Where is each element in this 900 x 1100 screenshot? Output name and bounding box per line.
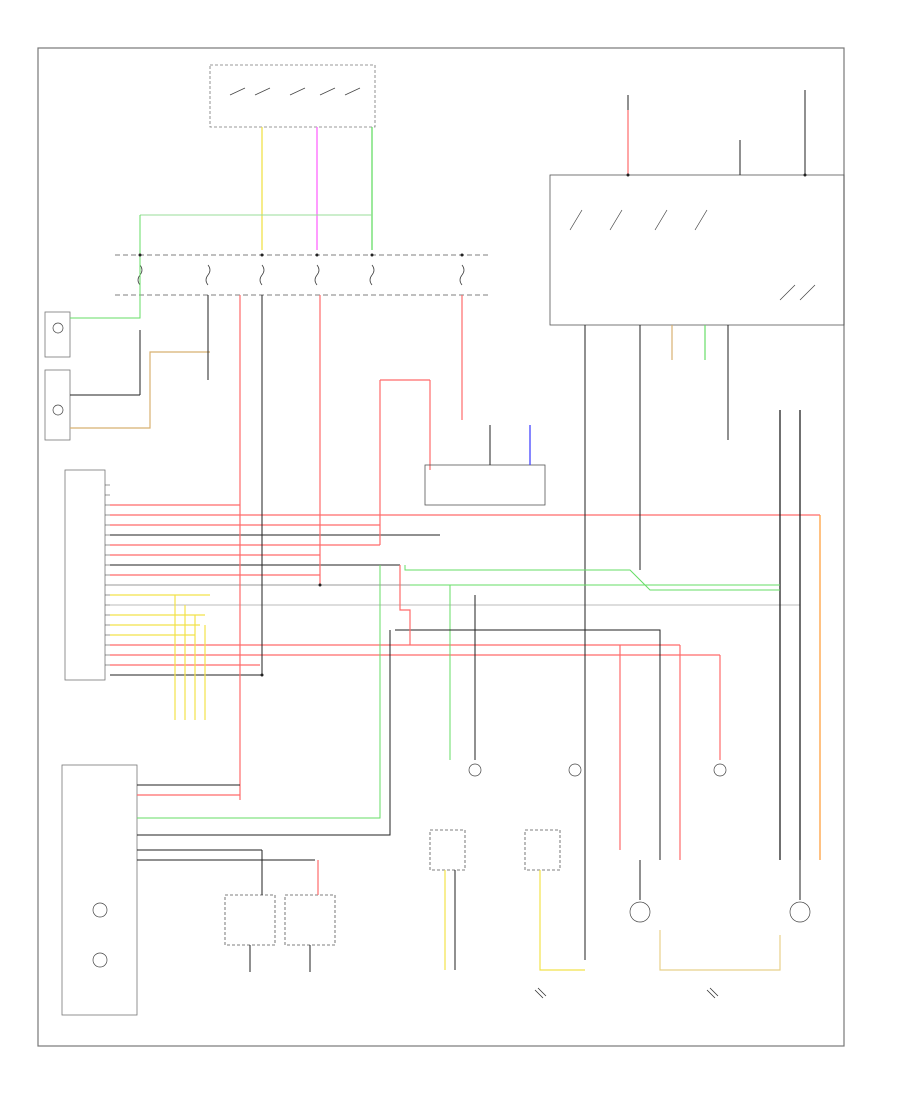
ground-icon — [534, 987, 719, 999]
lamp-icon — [468, 763, 482, 777]
wire-red — [399, 565, 411, 645]
relay-box — [424, 464, 546, 506]
lamp-box-upper — [44, 311, 71, 358]
connector-icon — [105, 484, 110, 666]
fuse-icon — [137, 264, 465, 286]
wire-green — [404, 565, 780, 591]
lamp-box-lower — [44, 369, 71, 441]
lamp-icon — [92, 902, 108, 918]
connector-block — [64, 469, 106, 681]
switch-icon — [569, 209, 816, 301]
switch-box — [524, 829, 561, 871]
light-switch-box — [209, 64, 376, 128]
lamp-icon — [568, 763, 582, 777]
diagram-border — [37, 47, 845, 1047]
wire-green — [137, 565, 381, 819]
switch-icon — [229, 87, 361, 96]
switch-box — [429, 829, 466, 871]
wire-black — [137, 630, 391, 836]
control-module-box — [61, 764, 138, 1016]
wire-tan — [70, 351, 210, 429]
lamp-icon — [629, 901, 651, 923]
junction-dots — [138, 173, 807, 677]
lamp-icon — [92, 952, 108, 968]
relay-box — [224, 894, 276, 946]
lamp-icon — [713, 763, 727, 777]
wire-tan — [659, 930, 781, 971]
wire-black — [395, 629, 661, 860]
combination-switch-box — [549, 174, 845, 326]
lamp-icon — [789, 901, 811, 923]
yellow-bundle — [174, 595, 206, 720]
relay-box — [284, 894, 336, 946]
wire-green — [70, 215, 141, 319]
wire-yellow — [539, 870, 585, 971]
lamp-icon — [52, 404, 64, 416]
lamp-icon — [52, 322, 64, 334]
